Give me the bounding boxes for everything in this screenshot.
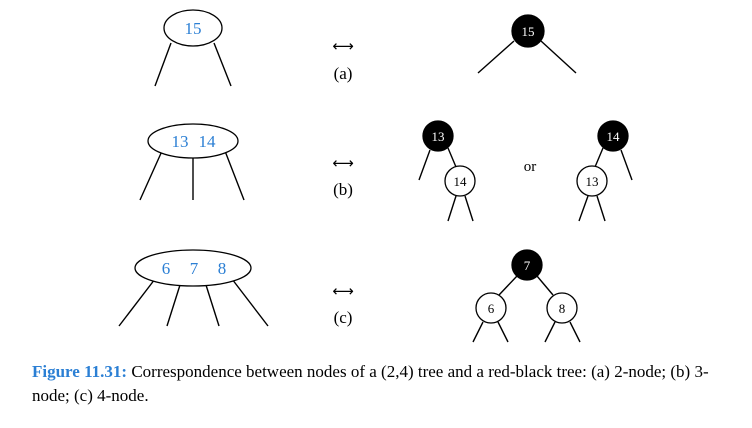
- figure-caption: Figure 11.31: Correspondence between nod…: [32, 360, 732, 408]
- row-a: 15 ⟷ (a) 15: [154, 9, 577, 87]
- three-node-child-edge: [139, 150, 163, 201]
- three-node: 13 14: [139, 123, 245, 201]
- rb-child-edge: [569, 321, 581, 343]
- rb-child-edge: [464, 195, 474, 222]
- three-node-key: 13: [172, 132, 189, 151]
- red-node: [475, 292, 507, 324]
- black-node: [511, 249, 543, 281]
- four-node-ellipse: [134, 249, 252, 287]
- black-node-key: 13: [432, 129, 445, 144]
- black-node: [597, 120, 629, 152]
- four-node-key: 6: [162, 259, 171, 278]
- correspondence-arrow: ⟷: [332, 154, 354, 172]
- two-node-child-edge: [154, 42, 172, 87]
- two-node-ellipse: [163, 9, 223, 47]
- red-node: [444, 165, 476, 197]
- rb-child-edge: [498, 275, 518, 296]
- correspondence-arrow: ⟷: [332, 37, 354, 55]
- rb-child-edge: [536, 275, 554, 296]
- rb-subtree: 14 13: [576, 120, 633, 222]
- three-node-child-edge: [224, 150, 245, 201]
- rb-child-edge: [477, 40, 515, 74]
- rb-subtree: 7 6 8: [472, 249, 581, 343]
- correspondence-diagram: 15 ⟷ (a) 15 13 14 ⟷ (b) 13: [118, 9, 633, 343]
- black-node-key: 15: [522, 24, 535, 39]
- correspondence-arrow: ⟷: [332, 282, 354, 300]
- black-node: [511, 14, 545, 48]
- row-tag: (a): [334, 64, 353, 83]
- four-node-key: 8: [218, 259, 227, 278]
- red-node-key: 13: [586, 174, 599, 189]
- rb-child-edge: [472, 321, 484, 343]
- two-node-child-edge: [213, 42, 232, 87]
- rb-child-edge: [620, 149, 633, 181]
- rb-subtree: 13 14: [418, 120, 476, 222]
- rb-child-edge: [594, 147, 604, 168]
- four-node: 6 7 8: [118, 249, 269, 327]
- caption-text: Correspondence between nodes of a: [131, 362, 382, 381]
- four-node-key: 7: [190, 259, 199, 278]
- row-tag: (b): [333, 180, 353, 199]
- rb-child-edge: [544, 321, 556, 343]
- caption-text: tree and a red-black tree: (a) 2-node; (…: [32, 362, 709, 405]
- four-node-child-edge: [231, 278, 269, 327]
- black-node-key: 14: [607, 129, 621, 144]
- black-node: [422, 120, 454, 152]
- four-node-child-edge: [118, 278, 156, 327]
- three-node-key: 14: [199, 132, 217, 151]
- caption-math: (2,4): [381, 362, 414, 381]
- red-node-key: 6: [488, 301, 495, 316]
- row-b: 13 14 ⟷ (b) 13 14 or 14 13: [139, 120, 633, 222]
- red-node: [546, 292, 578, 324]
- four-node-child-edge: [205, 284, 220, 327]
- rb-child-edge: [497, 321, 509, 343]
- black-node-key: 7: [524, 258, 531, 273]
- rb-child-edge: [447, 195, 457, 222]
- four-node-child-edge: [166, 284, 181, 327]
- rb-child-edge: [418, 149, 431, 181]
- row-c: 6 7 8 ⟷ (c) 7 6 8: [118, 249, 581, 343]
- caption-label: Figure 11.31:: [32, 362, 128, 381]
- rb-child-edge: [596, 195, 606, 222]
- two-node-key: 15: [185, 19, 202, 38]
- red-node-key: 14: [454, 174, 468, 189]
- rb-child-edge: [540, 40, 577, 74]
- row-tag: (c): [334, 308, 353, 327]
- three-node-ellipse: [147, 123, 239, 159]
- red-node: [576, 165, 608, 197]
- rb-subtree: 15: [477, 14, 577, 74]
- red-node-key: 8: [559, 301, 566, 316]
- rb-child-edge: [578, 195, 589, 222]
- two-node: 15: [154, 9, 232, 87]
- rb-child-edge: [447, 147, 457, 168]
- or-label: or: [524, 159, 537, 175]
